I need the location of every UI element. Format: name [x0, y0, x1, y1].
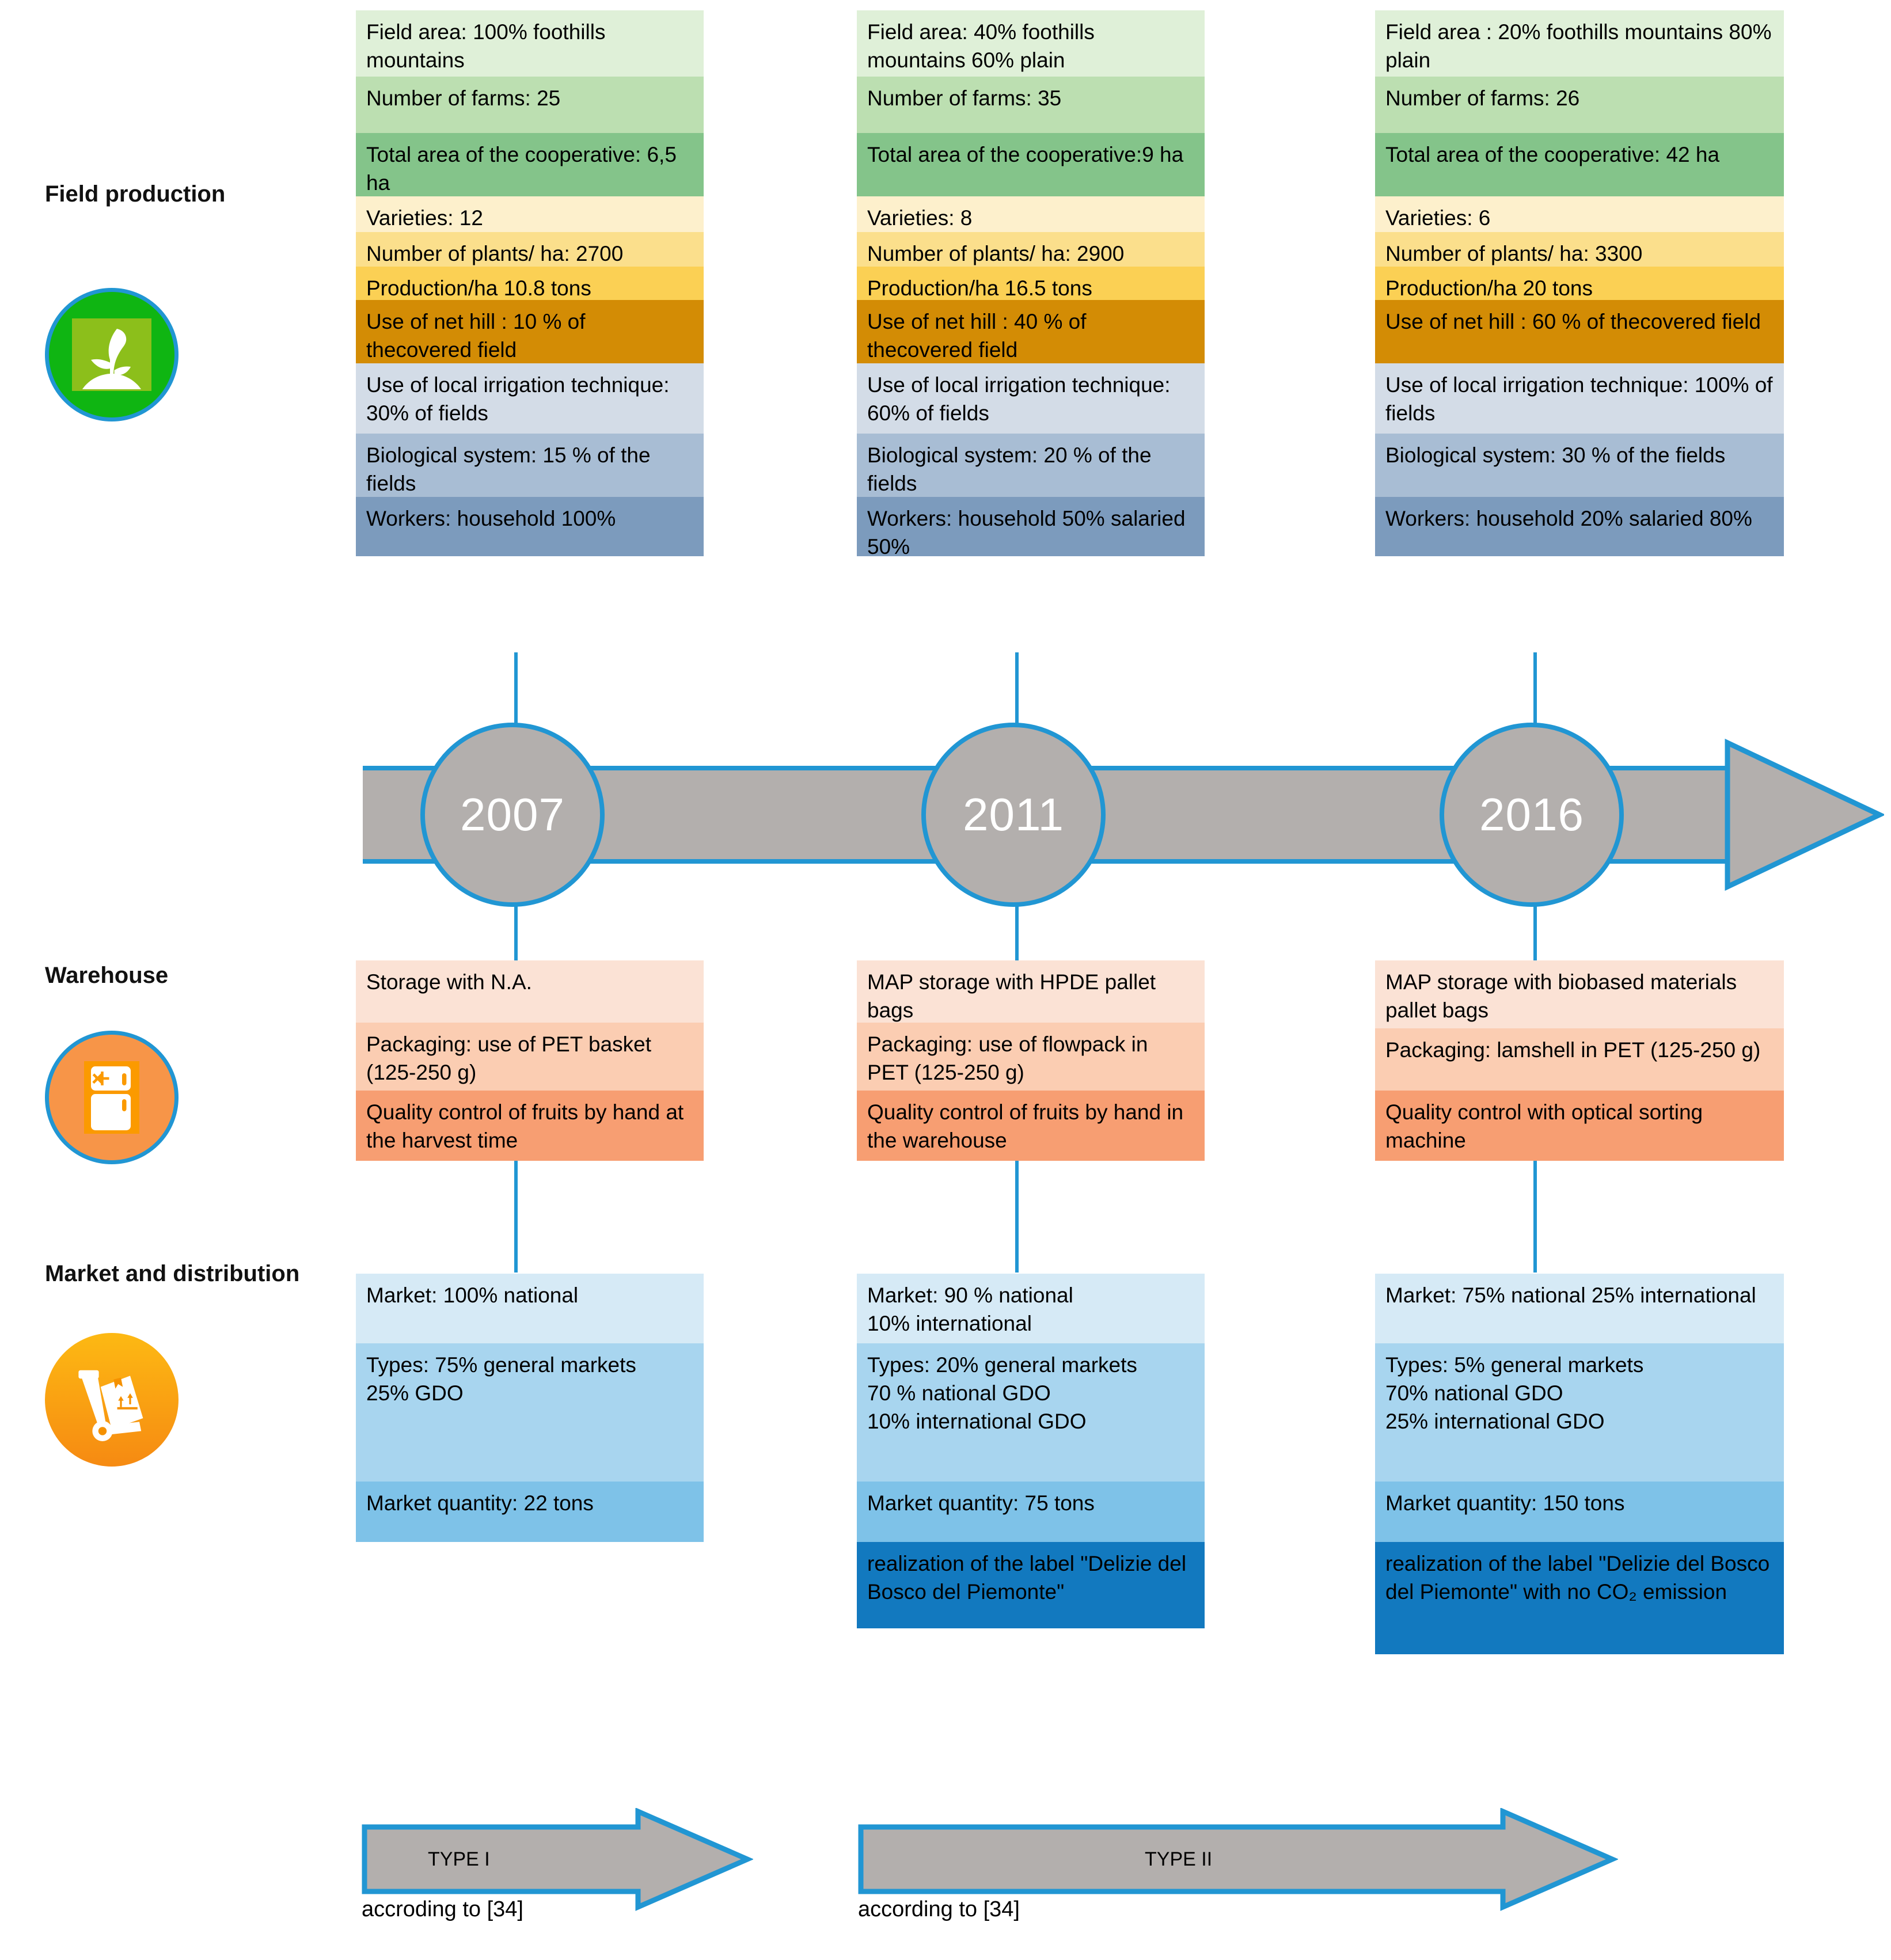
info-block: Number of farms: 35	[857, 77, 1205, 133]
type-ii-arrow-shape	[858, 1807, 1619, 1911]
seedling-icon	[45, 288, 179, 421]
info-block: Biological system: 30 % of the fields	[1375, 434, 1784, 497]
warehouse-block-2007: Storage with N.A.Packaging: use of PET b…	[356, 960, 704, 1161]
info-block: realization of the label "Delizie del Bo…	[1375, 1542, 1784, 1654]
year-label: 2007	[460, 789, 565, 840]
type-i-arrow-shape	[362, 1807, 754, 1911]
connector-line	[1015, 1161, 1019, 1273]
connector-line	[1533, 652, 1537, 738]
type-i-label: TYPE I	[428, 1848, 490, 1870]
info-block: Production/ha 10.8 tons	[356, 267, 704, 300]
info-block: Total area of the cooperative:9 ha	[857, 133, 1205, 196]
info-block: Packaging: use of flowpack in PET (125-2…	[857, 1023, 1205, 1091]
info-block: Use of local irrigation technique: 60% o…	[857, 363, 1205, 434]
type-i-arrow: TYPE I	[362, 1807, 754, 1915]
row-label-market: Market and distribution	[45, 1261, 300, 1286]
connector-line	[1533, 871, 1537, 960]
row-label-warehouse: Warehouse	[45, 963, 169, 988]
seedling-glyph	[72, 318, 151, 391]
info-block: Number of farms: 25	[356, 77, 704, 133]
info-block: Field area: 40% foothills mountains 60% …	[857, 10, 1205, 77]
info-block: Use of local irrigation technique: 100% …	[1375, 363, 1784, 434]
connector-line	[1015, 871, 1019, 960]
info-block: Use of net hill : 10 % of thecovered fie…	[356, 300, 704, 363]
refrigerator-glyph	[84, 1061, 139, 1134]
info-block: Biological system: 15 % of the fields	[356, 434, 704, 497]
connector-line	[1533, 1161, 1537, 1273]
info-block: MAP storage with biobased materials pall…	[1375, 960, 1784, 1028]
info-block: Storage with N.A.	[356, 960, 704, 1023]
connector-line	[514, 871, 518, 960]
refrigerator-icon	[45, 1031, 179, 1164]
info-block: Workers: household 20% salaried 80%	[1375, 497, 1784, 556]
info-block: Workers: household 50% salaried 50%	[857, 497, 1205, 556]
info-block: Number of plants/ ha: 3300	[1375, 232, 1784, 267]
info-block: Quality control of fruits by hand at the…	[356, 1091, 704, 1161]
info-block: Use of net hill : 60 % of thecovered fie…	[1375, 300, 1784, 363]
info-block: Market: 75% national 25% international	[1375, 1274, 1784, 1343]
info-block: Packaging: lamshell in PET (125-250 g)	[1375, 1028, 1784, 1091]
info-block: Quality control with optical sorting mac…	[1375, 1091, 1784, 1161]
info-block: Field area: 100% foothills mountains	[356, 10, 704, 77]
year-label: 2016	[1479, 789, 1584, 840]
info-block: Market quantity: 22 tons	[356, 1482, 704, 1542]
timeline-arrowhead	[1725, 738, 1884, 891]
type-ii-caption: according to [34]	[858, 1897, 1020, 1921]
info-block: Market quantity: 150 tons	[1375, 1482, 1784, 1542]
info-block: Market: 90 % national 10% international	[857, 1274, 1205, 1343]
info-block: Market quantity: 75 tons	[857, 1482, 1205, 1542]
connector-line	[514, 652, 518, 738]
info-block: Quality control of fruits by hand in the…	[857, 1091, 1205, 1161]
hand-truck-glyph	[78, 1370, 143, 1441]
info-block: Use of local irrigation technique: 30% o…	[356, 363, 704, 434]
year-label: 2011	[962, 789, 1065, 840]
field-production-block-2011: Field area: 40% foothills mountains 60% …	[857, 10, 1205, 556]
info-block: Number of plants/ ha: 2900	[857, 232, 1205, 267]
info-block: Market: 100% national	[356, 1274, 704, 1343]
info-block: Production/ha 16.5 tons	[857, 267, 1205, 300]
info-block: realization of the label "Delizie del Bo…	[857, 1542, 1205, 1628]
year-circle-2016[interactable]: 2016	[1440, 723, 1624, 907]
year-circle-2007[interactable]: 2007	[420, 723, 605, 907]
info-block: Varieties: 6	[1375, 196, 1784, 232]
info-block: Number of plants/ ha: 2700	[356, 232, 704, 267]
info-block: Number of farms: 26	[1375, 77, 1784, 133]
field-production-block-2016: Field area : 20% foothills mountains 80%…	[1375, 10, 1784, 556]
info-block: Varieties: 8	[857, 196, 1205, 232]
info-block: Varieties: 12	[356, 196, 704, 232]
info-block: Biological system: 20 % of the fields	[857, 434, 1205, 497]
year-circle-2011[interactable]: 2011	[921, 723, 1106, 907]
info-block: Total area of the cooperative: 6,5 ha	[356, 133, 704, 196]
info-block: MAP storage with HPDE pallet bags	[857, 960, 1205, 1023]
info-block: Production/ha 20 tons	[1375, 267, 1784, 300]
info-block: Types: 5% general markets 70% national G…	[1375, 1343, 1784, 1482]
connector-line	[514, 1161, 518, 1273]
info-block: Field area : 20% foothills mountains 80%…	[1375, 10, 1784, 77]
type-ii-arrow: TYPE II	[858, 1807, 1619, 1915]
info-block: Types: 20% general markets 70 % national…	[857, 1343, 1205, 1482]
connector-line	[1015, 652, 1019, 738]
info-block: Use of net hill : 40 % of thecovered fie…	[857, 300, 1205, 363]
type-ii-label: TYPE II	[1145, 1848, 1213, 1870]
warehouse-block-2016: MAP storage with biobased materials pall…	[1375, 960, 1784, 1161]
info-block: Total area of the cooperative: 42 ha	[1375, 133, 1784, 196]
info-block: Workers: household 100%	[356, 497, 704, 556]
type-i-caption: accroding to [34]	[362, 1897, 523, 1921]
row-label-field-production: Field production	[45, 181, 226, 207]
info-block: Types: 75% general markets 25% GDO	[356, 1343, 704, 1482]
info-block: Packaging: use of PET basket (125-250 g)	[356, 1023, 704, 1091]
hand-truck-icon	[45, 1333, 179, 1467]
